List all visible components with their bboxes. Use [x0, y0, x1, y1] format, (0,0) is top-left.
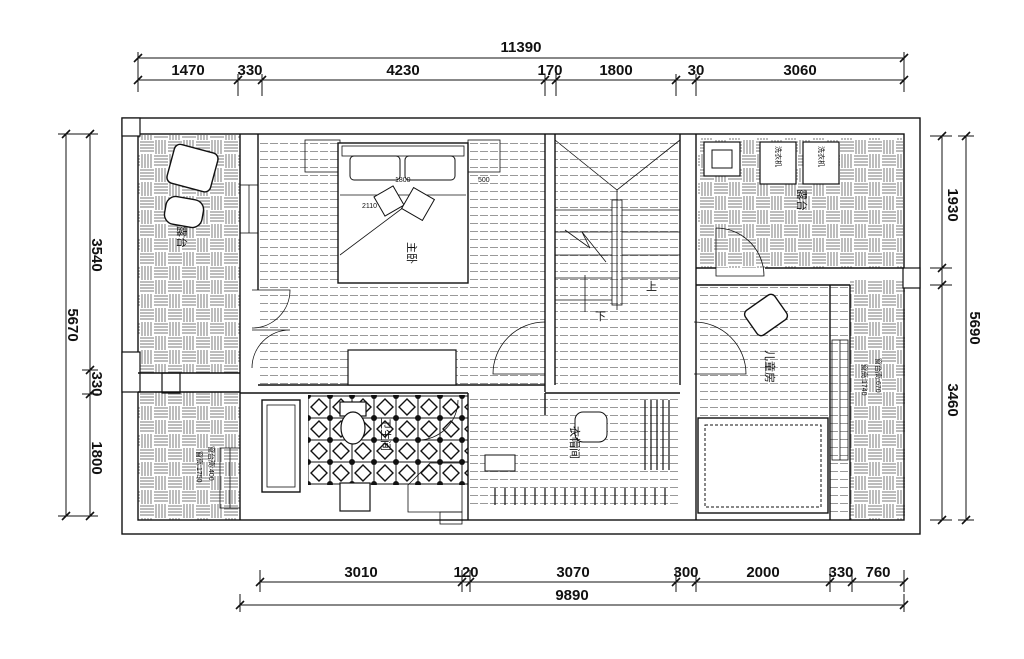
window-left-note: 窗高:1750	[195, 451, 204, 483]
top-dim-7: 3060	[783, 62, 816, 79]
window-right-note: 窗高:1740	[860, 364, 869, 396]
top-total-dim: 11390	[501, 39, 542, 56]
washer-1-label: 洗衣机	[774, 146, 783, 167]
windows	[219, 139, 849, 509]
bottom-dim-5: 2000	[746, 564, 779, 581]
top-dim-2: 330	[237, 62, 262, 79]
laundry-fixtures	[703, 141, 840, 185]
bed-length-label: 2110	[362, 203, 377, 210]
top-dim-4: 170	[537, 62, 562, 79]
closet-fixtures	[484, 400, 670, 505]
bed-side-label: 500	[478, 177, 490, 184]
closet-floor	[468, 393, 678, 511]
stair-down-label: 下	[595, 311, 606, 323]
left-dim-3: 1800	[88, 441, 105, 474]
kids-room-label: 儿童房	[763, 350, 777, 383]
stair-up-label: 上	[646, 280, 657, 293]
washer-2-label: 洗衣机	[817, 146, 826, 167]
bottom-dim-7: 760	[865, 564, 890, 581]
left-dim-1: 3540	[88, 238, 105, 271]
balcony-right-side-floor	[850, 280, 905, 520]
master-bedroom-label: 主卧	[405, 242, 418, 264]
bottom-dim-2: 120	[453, 564, 478, 581]
bottom-dim-1: 3010	[344, 564, 377, 581]
balcony-chairs	[163, 143, 789, 337]
walls	[121, 117, 921, 535]
closet-label: 衣帽间	[568, 426, 582, 459]
balcony-left-label: 露台	[175, 226, 189, 248]
top-dimensions: 11390 1470 330 4230 170 1800 30 3060	[133, 39, 909, 96]
right-dim-1: 1930	[944, 188, 961, 221]
bed: 1800 2110 500	[337, 142, 490, 284]
left-dim-2: 330	[88, 371, 105, 396]
right-dim-2: 3460	[944, 383, 961, 416]
bed-width-label: 1800	[395, 177, 411, 184]
kids-bed	[697, 417, 829, 514]
stair-floor	[555, 140, 680, 385]
desk	[347, 349, 457, 386]
bathroom-label: 卫生间	[379, 418, 393, 451]
doors	[251, 227, 765, 441]
bottom-dim-6: 330	[828, 564, 853, 581]
bathroom-floor	[308, 395, 468, 485]
balcony-left-lower-floor	[138, 392, 240, 520]
balcony-right-label: 露台	[795, 189, 809, 211]
left-total-dim: 5670	[64, 308, 81, 341]
top-dim-6: 30	[688, 62, 705, 79]
bathroom-fixtures	[261, 399, 463, 525]
bottom-dimensions: 3010 120 3070 300 2000 330 760 9890	[235, 564, 909, 612]
left-dimensions: 5670 3540 330 1800	[58, 129, 105, 521]
bottom-dim-3: 3070	[556, 564, 589, 581]
sill-right-note: 窗台高:670	[874, 358, 883, 393]
sill-left-note: 窗台高:400	[207, 446, 216, 481]
stair: 下 上	[554, 139, 681, 323]
right-dimensions: 1930 3460 5690	[930, 131, 983, 525]
right-total-dim: 5690	[966, 311, 983, 344]
bottom-dim-4: 300	[673, 564, 698, 581]
top-dim-5: 1800	[599, 62, 632, 79]
top-dim-3: 4230	[386, 62, 419, 79]
top-dim-1: 1470	[171, 62, 204, 79]
bottom-total-dim: 9890	[555, 587, 588, 604]
